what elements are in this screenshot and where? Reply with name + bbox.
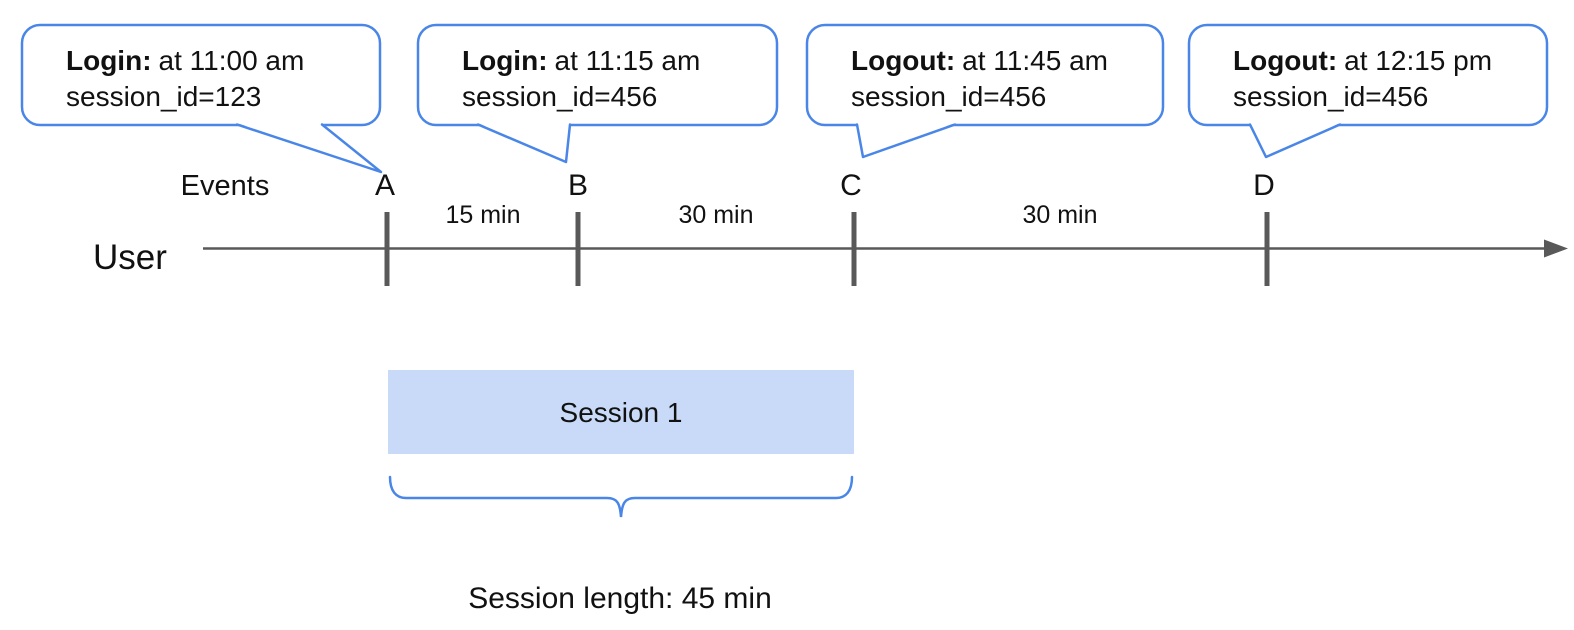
- callout-tail: [857, 123, 955, 157]
- event-marker-a: A: [375, 169, 395, 202]
- callout-tail-outline: [1248, 123, 1342, 159]
- callout-event-line: Logout:at 11:45 am: [851, 45, 1108, 76]
- event-marker-d: D: [1253, 169, 1275, 202]
- callout-session-line: session_id=123: [66, 81, 261, 112]
- arrow-right-icon: [1544, 239, 1568, 258]
- events-label: Events: [181, 170, 270, 202]
- callout-bubble: [20, 23, 382, 127]
- callout-event-line: Logout:at 12:15 pm: [1233, 45, 1492, 76]
- callout-event-line: Login:at 11:15 am: [462, 45, 700, 76]
- callout-logout-d: Logout:at 12:15 pm session_id=456: [1187, 23, 1549, 159]
- callout-session-line: session_id=456: [462, 81, 657, 112]
- event-time-label: at 11:15 am: [555, 45, 701, 76]
- event-time-label: at 11:00 am: [159, 45, 305, 76]
- callout-tail: [1250, 123, 1340, 157]
- event-marker-b: B: [568, 169, 588, 202]
- session-bar-label: Session 1: [560, 397, 683, 428]
- event-time-label: at 12:15 pm: [1344, 45, 1492, 76]
- event-type-label: Logout:: [851, 45, 955, 76]
- callout-login-b: Login:at 11:15 am session_id=456: [416, 23, 779, 164]
- callout-bubble: [1187, 23, 1549, 127]
- callout-session-line: session_id=456: [851, 81, 1046, 112]
- interval-label-c-d: 30 min: [1022, 201, 1097, 229]
- callout-tail-outline: [235, 123, 383, 174]
- event-type-label: Login:: [66, 45, 152, 76]
- user-axis-label: User: [93, 238, 167, 277]
- session-length-brace: [388, 475, 854, 518]
- callout-logout-c: Logout:at 11:45 am session_id=456: [805, 23, 1165, 159]
- session-bar: [388, 370, 854, 454]
- event-marker-c: C: [840, 169, 862, 202]
- event-type-label: Login:: [462, 45, 548, 76]
- interval-label-a-b: 15 min: [445, 201, 520, 229]
- callout-bubble: [805, 23, 1165, 127]
- event-time-label: at 11:45 am: [962, 45, 1108, 76]
- callout-tail: [478, 123, 570, 162]
- callout-tail-outline: [476, 123, 572, 164]
- callout-session-line: session_id=456: [1233, 81, 1428, 112]
- callout-bubble: [416, 23, 779, 127]
- callout-login-a: Login:at 11:00 am session_id=123: [20, 23, 383, 174]
- session-length-label: Session length: 45 min: [468, 582, 772, 615]
- interval-label-b-c: 30 min: [678, 201, 753, 229]
- callout-event-line: Login:at 11:00 am: [66, 45, 304, 76]
- callout-tail-outline: [855, 123, 957, 159]
- event-type-label: Logout:: [1233, 45, 1337, 76]
